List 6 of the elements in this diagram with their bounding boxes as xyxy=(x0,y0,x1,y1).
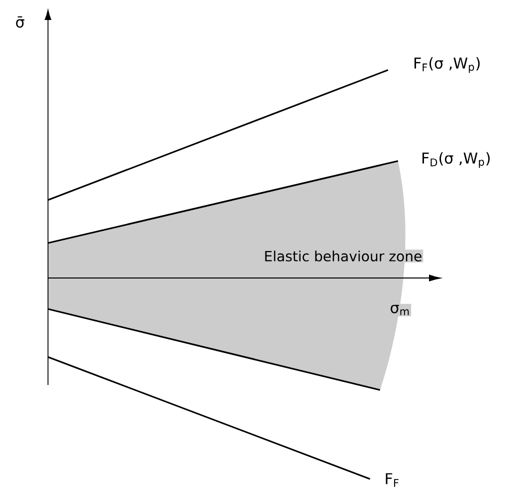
axis-label: σ̄ xyxy=(16,16,24,28)
zone-label: Elastic behaviour zone xyxy=(262,250,424,262)
curve-label: F$_{D}$(σ ,W$_{p}$) xyxy=(422,152,490,168)
curve-label: F$_{F}$(σ ,W$_{p}$) xyxy=(414,57,480,73)
axis-label: σ$_{m}$ xyxy=(388,304,412,316)
curve-label: F$_{F}$ xyxy=(386,473,398,487)
